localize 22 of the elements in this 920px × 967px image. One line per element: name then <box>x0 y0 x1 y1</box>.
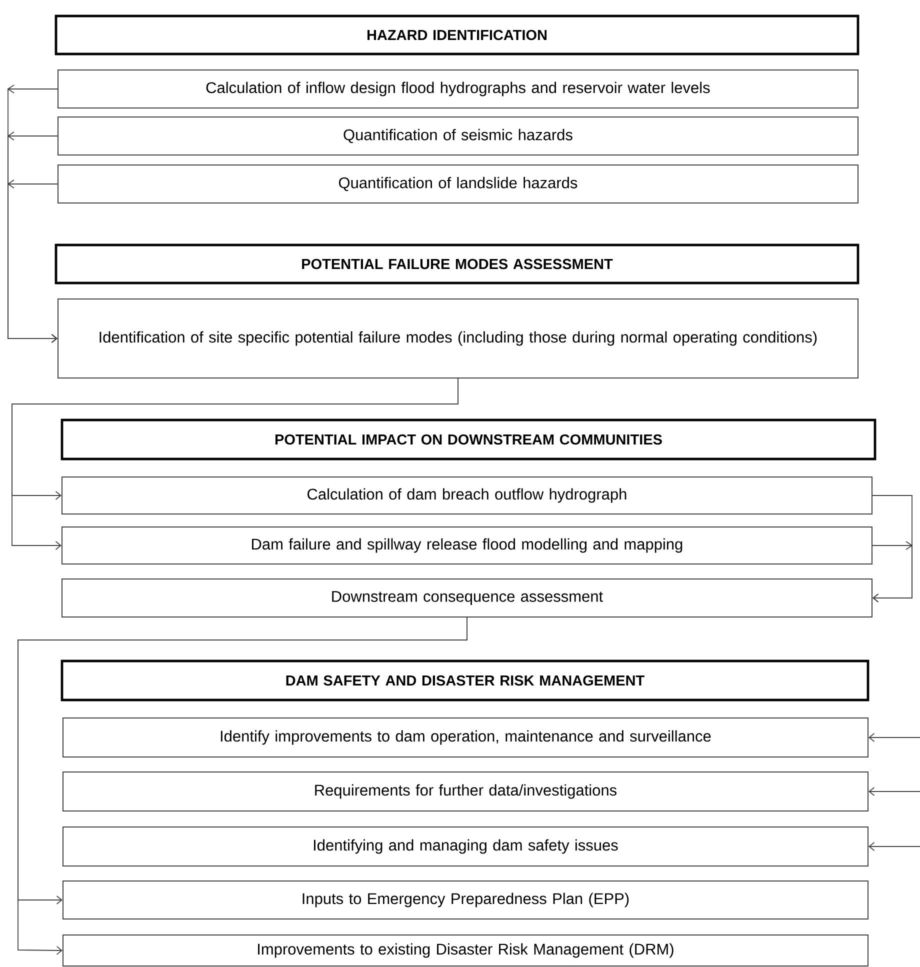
process-box: Quantification of seismic hazards <box>58 116 858 156</box>
heading-box: HAZARD IDENTIFICATION <box>54 14 860 56</box>
connector-arrow <box>872 541 913 602</box>
process-box: Identifying and managing dam safety issues <box>62 826 868 866</box>
process-box: Dam failure and spillway release flood modelling and mapping <box>62 526 872 564</box>
process-box: Quantification of landslide hazards <box>58 164 858 204</box>
process-box: Identification of site specific potential failure modes (including those during normal operating conditions) <box>58 298 858 378</box>
connector-arrow <box>12 378 458 550</box>
connector-arrow <box>7 180 58 343</box>
process-box: Calculation of dam breach outflow hydrograph <box>62 476 872 514</box>
process-box: Calculation of inflow design flood hydrographs and reservoir water levels <box>58 70 858 108</box>
heading-box: POTENTIAL IMPACT ON DOWNSTREAM COMMUNITIES <box>60 418 876 460</box>
process-box: Improvements to existing Disaster Risk Management (DRM) <box>62 934 868 966</box>
connector-arrow <box>868 787 920 796</box>
process-box: Requirements for further data/investigations <box>62 772 868 812</box>
connector-arrow <box>868 842 920 851</box>
process-box: Identify improvements to dam operation, maintenance and surveillance <box>62 718 868 758</box>
heading-box: POTENTIAL FAILURE MODES ASSESSMENT <box>54 244 860 284</box>
heading-box: DAM SAFETY AND DISASTER RISK MANAGEMENT <box>60 660 870 702</box>
process-box: Inputs to Emergency Preparedness Plan (EPP) <box>62 880 868 920</box>
connector-arrow <box>868 733 920 742</box>
process-box: Downstream consequence assessment <box>62 578 872 618</box>
